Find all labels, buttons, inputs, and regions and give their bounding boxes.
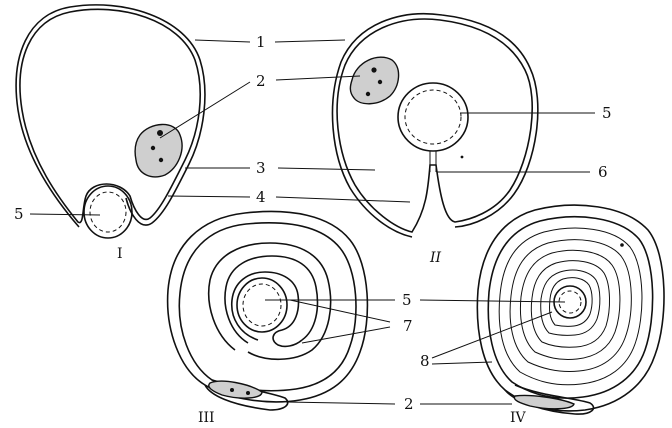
label-1: 1 <box>256 33 266 51</box>
cell-4-granule <box>620 243 624 247</box>
cell-1-nucleolus-a <box>157 130 163 136</box>
label-5-bottom: 5 <box>402 291 412 309</box>
leader-1 <box>194 39 346 43</box>
stage-label-2: II <box>429 250 442 266</box>
cell-4-nucleus <box>513 394 575 410</box>
leader-5-bottom <box>265 299 566 303</box>
leader-lines <box>29 39 595 405</box>
cell-4-wall-6 <box>530 260 610 348</box>
cell-1-nucleolus-b <box>150 145 156 151</box>
cell-3-spiral-2 <box>224 255 319 344</box>
leader-8 <box>431 311 553 365</box>
cell-stage-2 <box>331 12 539 238</box>
stage-label-4: IV <box>510 410 527 426</box>
label-6: 6 <box>598 163 608 181</box>
leader-7 <box>289 299 391 344</box>
stage-labels: I II III IV <box>117 246 527 426</box>
cell-4-wall-5 <box>519 249 621 360</box>
cell-3-spiral-3 <box>231 271 303 348</box>
cell-3-nucleolus-b <box>246 391 250 395</box>
cell-4-vacuole-inner <box>558 290 582 314</box>
stage-label-1: I <box>117 246 123 262</box>
label-2-top: 2 <box>256 72 266 90</box>
label-5-left: 5 <box>14 205 24 223</box>
cell-3-outer-wall <box>166 210 369 403</box>
cell-3-vacuole <box>236 277 288 333</box>
leader-3 <box>185 167 376 171</box>
leader-4 <box>167 195 411 203</box>
cell-4-wall-4 <box>509 239 632 372</box>
cell-3-spiral-1 <box>207 242 332 361</box>
label-8: 8 <box>420 352 430 370</box>
cell-4-wall-2 <box>487 216 654 399</box>
cell-1-nucleus <box>134 123 183 178</box>
cell-4-wall-3 <box>498 227 643 386</box>
leader-5-left <box>29 213 101 216</box>
cell-1-nucleolus-c <box>158 157 164 163</box>
leader-2-bottom <box>285 401 512 405</box>
cell-1-membrane <box>19 8 201 224</box>
cell-1-vacuole <box>83 185 133 239</box>
cell-2-vacuole <box>397 82 469 152</box>
cell-2-nucleolus-b <box>377 79 383 85</box>
label-2-bottom: 2 <box>404 395 414 413</box>
cell-stage-3 <box>166 210 369 411</box>
cell-3-outer-wall-2 <box>178 222 357 392</box>
cell-2-membrane <box>336 18 534 233</box>
cell-2-membrane-inner <box>331 12 539 238</box>
cell-2-canal <box>429 151 437 172</box>
label-4: 4 <box>256 188 266 206</box>
cell-3-vacuole-inner <box>242 283 282 327</box>
cell-1-vacuole-inner <box>89 191 127 233</box>
cell-stage-1 <box>15 4 206 239</box>
cell-stage-4 <box>476 204 665 415</box>
label-7: 7 <box>403 317 413 335</box>
cell-3-nucleolus-a <box>230 388 234 392</box>
cell-2-nucleolus-c <box>365 91 371 97</box>
cell-4-wall-7 <box>540 269 601 336</box>
stage-label-3: III <box>198 410 215 426</box>
cell-2-nucleolus-a <box>371 67 377 73</box>
cell-1-membrane-inner <box>15 4 206 228</box>
cell-2-vacuole-inner <box>404 89 462 145</box>
label-5-right: 5 <box>602 104 612 122</box>
cell-4-wall-8 <box>549 277 593 327</box>
number-labels: 1 2 3 4 5 5 6 5 7 8 2 <box>14 33 612 413</box>
cell-2-granule <box>460 155 464 159</box>
cell-2-nucleus <box>349 56 400 105</box>
label-3: 3 <box>256 159 266 177</box>
cell-4-outer-wall <box>476 204 665 412</box>
leader-2-top <box>159 75 361 139</box>
